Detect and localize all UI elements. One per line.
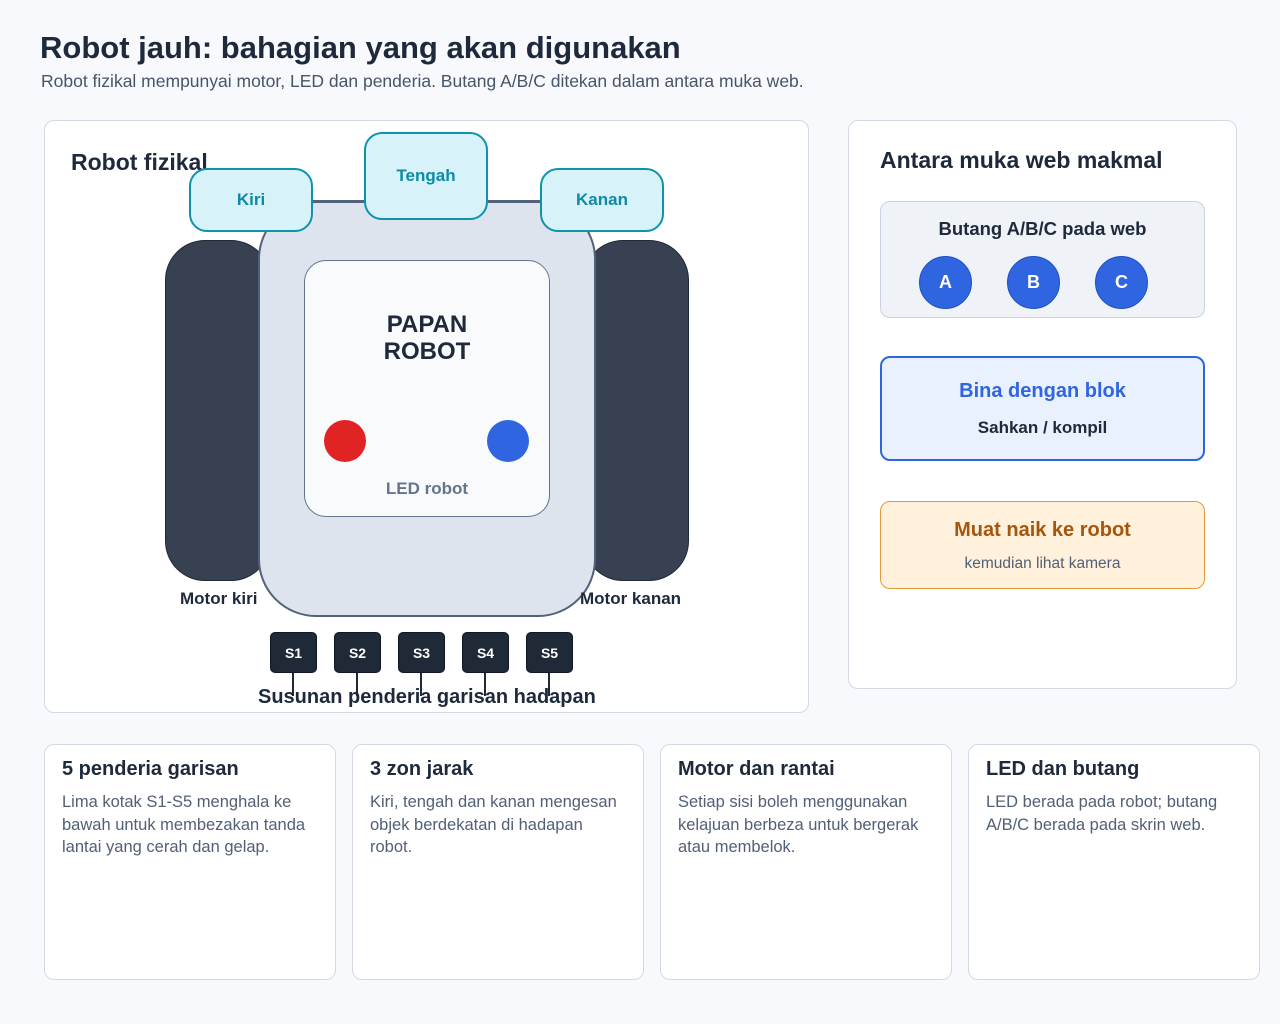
card-title: LED dan butang <box>986 758 1140 780</box>
led-label: LED robot <box>385 479 469 498</box>
web-button-group: Butang A/B/C pada web A B C <box>880 201 1205 318</box>
zone-center: Tengah <box>364 132 488 220</box>
web-interface-heading: Antara muka web makmal <box>880 147 1163 173</box>
page-title: Robot jauh: bahagian yang akan digunakan <box>40 30 681 65</box>
sensor-stem <box>420 670 422 696</box>
sensor-s3: S3 <box>398 632 445 673</box>
board-title-line1: PAPAN <box>386 311 468 338</box>
motor-left-label: Motor kiri <box>180 589 258 608</box>
card-motors-tracks: Motor dan rantai Setiap sisi boleh mengg… <box>660 744 952 980</box>
board-title-line2: ROBOT <box>383 338 471 365</box>
red-led <box>324 420 366 462</box>
right-track <box>583 240 689 581</box>
card-body: Kiri, tengah dan kanan mengesan objek be… <box>370 793 617 856</box>
sensor-stem <box>356 670 358 696</box>
card-body: Lima kotak S1-S5 menghala ke bawah untuk… <box>62 793 306 856</box>
left-track <box>165 240 271 581</box>
card-body: LED berada pada robot; butang A/B/C bera… <box>986 793 1218 834</box>
physical-robot-panel: Robot fizikal PAPAN ROBOT LED robot Kiri… <box>44 120 809 713</box>
sensor-s4: S4 <box>462 632 509 673</box>
motor-right-label: Motor kanan <box>580 589 682 608</box>
button-b[interactable]: B <box>1007 256 1060 309</box>
card-title: Motor dan rantai <box>678 758 835 780</box>
button-a[interactable]: A <box>919 256 972 309</box>
card-led-buttons: LED dan butang LED berada pada robot; bu… <box>968 744 1260 980</box>
card-title: 5 penderia garisan <box>62 758 239 780</box>
sensor-s1: S1 <box>270 632 317 673</box>
zone-left-label: Kiri <box>236 190 266 209</box>
sensor-stem <box>292 670 294 696</box>
sensor-s5: S5 <box>526 632 573 673</box>
physical-robot-heading: Robot fizikal <box>71 149 208 175</box>
sensor-stem <box>484 670 486 696</box>
upload-to-robot-box[interactable]: Muat naik ke robot kemudian lihat kamera <box>880 501 1205 589</box>
sensor-stem <box>548 670 550 696</box>
card-body: Setiap sisi boleh menggunakan kelajuan b… <box>678 793 919 856</box>
sensor-s2: S2 <box>334 632 381 673</box>
build-with-blocks-box[interactable]: Bina dengan blok Sahkan / kompil <box>880 356 1205 461</box>
zone-center-label: Tengah <box>396 166 456 185</box>
upload-subtitle: kemudian lihat kamera <box>964 555 1121 572</box>
build-subtitle: Sahkan / kompil <box>977 418 1108 437</box>
robot-board: PAPAN ROBOT LED robot <box>304 260 550 517</box>
card-distance-zones: 3 zon jarak Kiri, tengah dan kanan menge… <box>352 744 644 980</box>
button-c[interactable]: C <box>1095 256 1148 309</box>
sensor-caption: Susunan penderia garisan hadapan <box>258 686 596 708</box>
upload-title: Muat naik ke robot <box>954 519 1131 541</box>
card-title: 3 zon jarak <box>370 758 474 780</box>
blue-led <box>487 420 529 462</box>
page-subtitle: Robot fizikal mempunyai motor, LED dan p… <box>41 71 804 91</box>
web-interface-panel: Antara muka web makmal Butang A/B/C pada… <box>848 120 1237 689</box>
web-button-group-title: Butang A/B/C pada web <box>938 218 1147 239</box>
zone-left: Kiri <box>189 168 313 232</box>
zone-right: Kanan <box>540 168 664 232</box>
build-title: Bina dengan blok <box>959 380 1126 402</box>
card-line-sensors: 5 penderia garisan Lima kotak S1-S5 meng… <box>44 744 336 980</box>
zone-right-label: Kanan <box>576 190 628 209</box>
